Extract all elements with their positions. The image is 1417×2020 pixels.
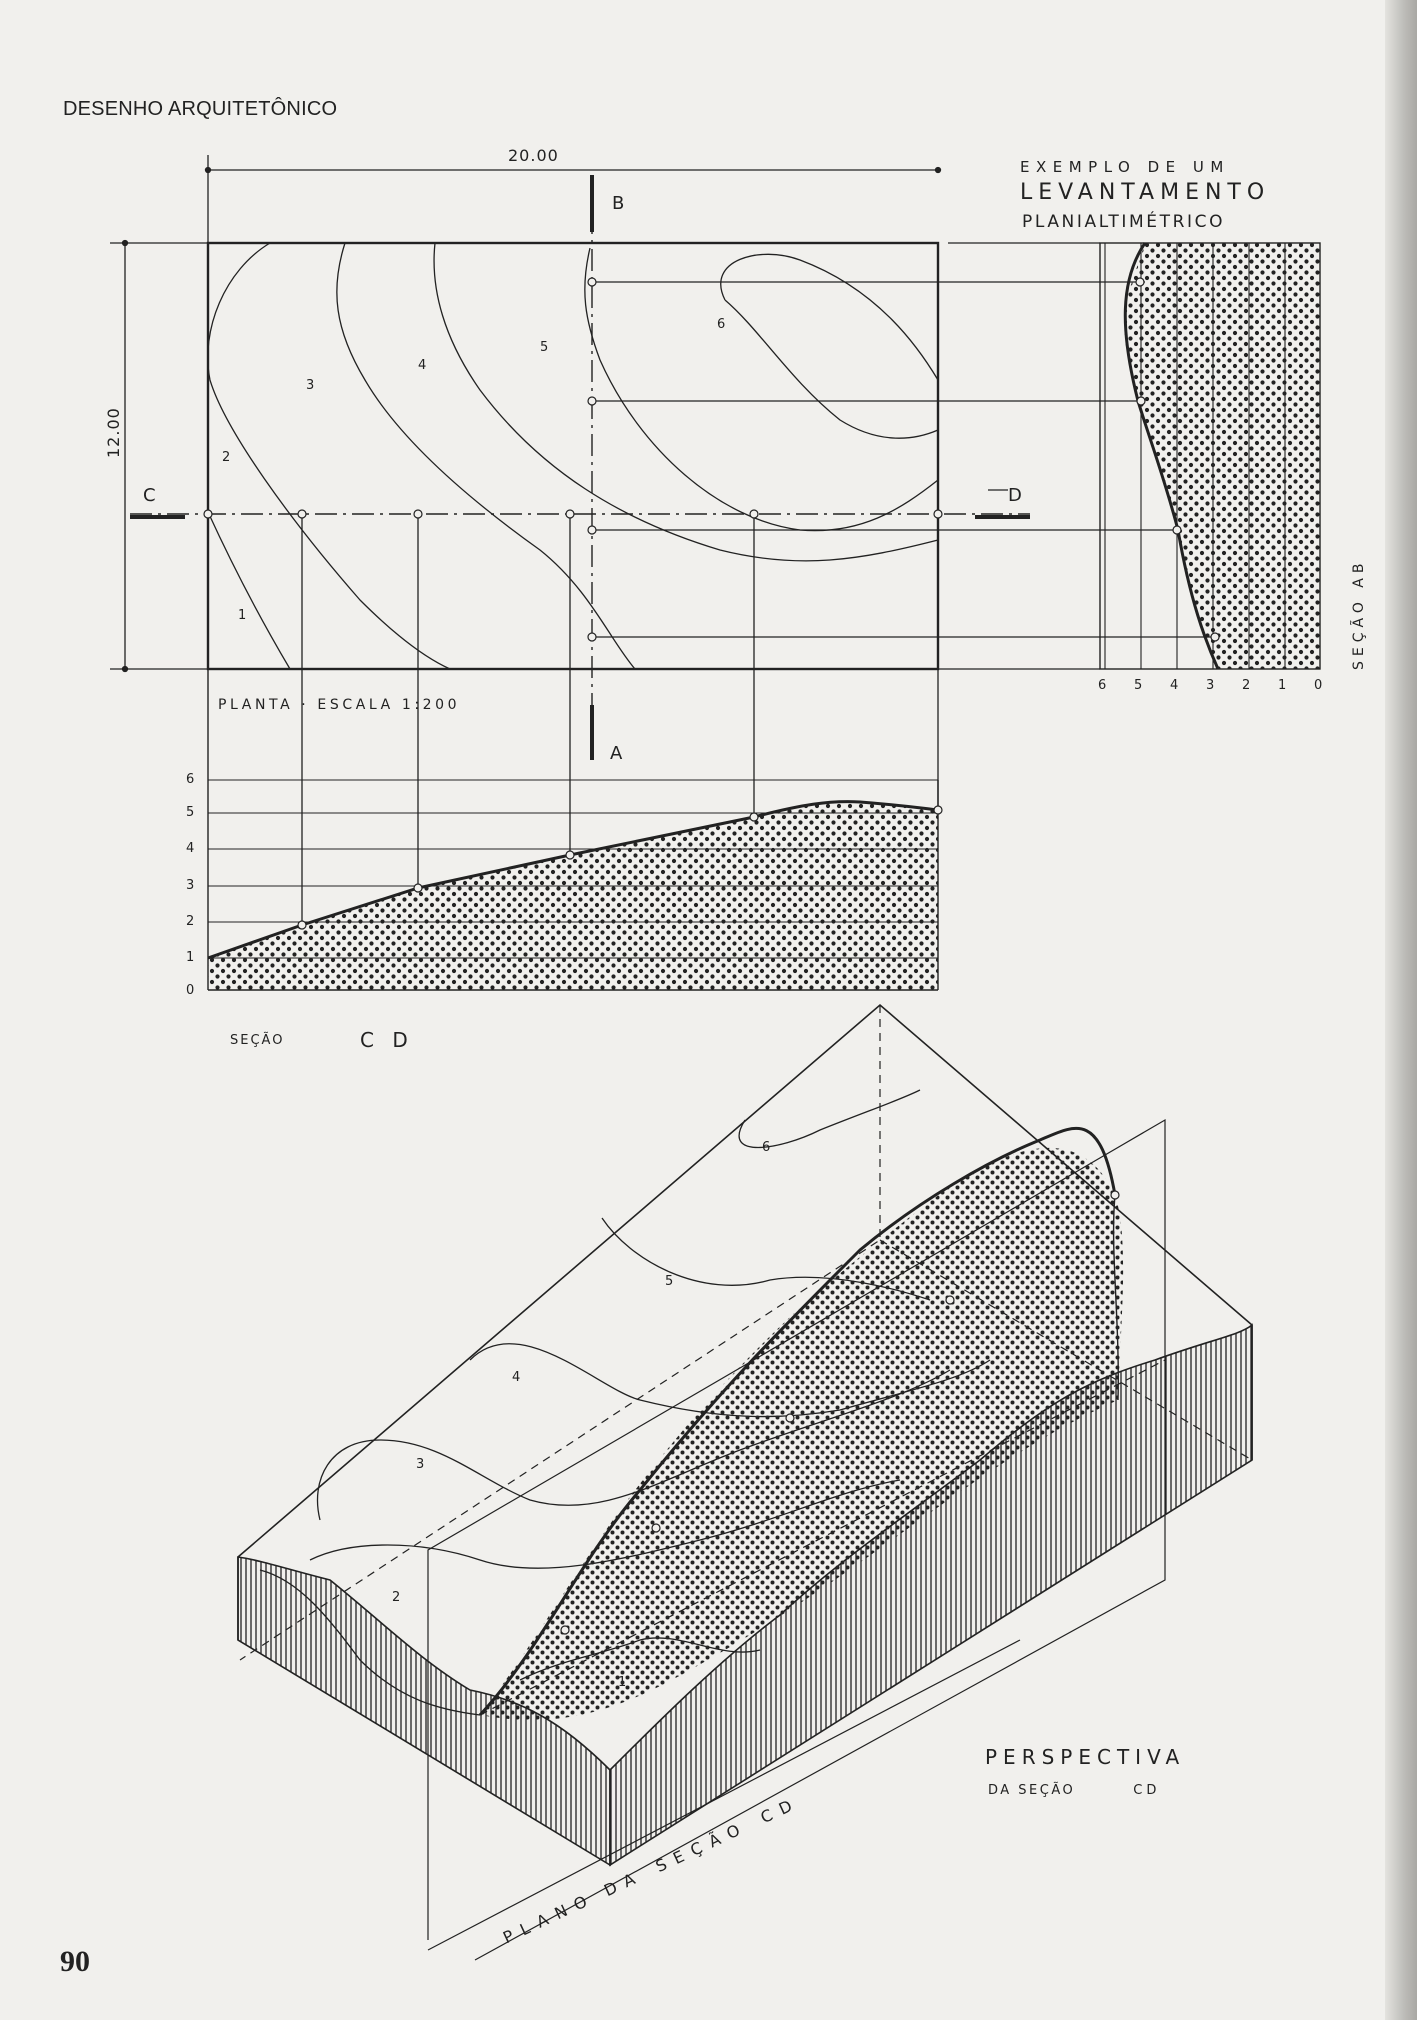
persp-contour-2 [309,1479,901,1569]
ab-tick-3: 3 [1206,678,1215,693]
plan-contour-label-3: 3 [306,378,315,393]
ab-tick-2: 2 [1242,678,1251,693]
persp-contour-label-5: 5 [665,1274,674,1289]
plan-contour-label-5: 5 [540,340,549,355]
contour-2 [207,242,451,670]
contour-3 [336,242,636,670]
section-mark-c: C [143,485,156,506]
section-cd-view [207,669,943,991]
section-ab-label: SEÇÃO AB [1351,558,1367,671]
ab-tick-4: 4 [1170,678,1179,693]
title-line-2: LEVANTAMENTO [1020,180,1271,205]
plan-boundary [206,241,940,671]
contour-6b [724,299,939,439]
persp-contour-label-4: 4 [512,1370,521,1385]
section-cd-label-prefix: SEÇÃO [230,1033,285,1048]
perspective-subtitle-prefix: DA SEÇÃO [988,1783,1076,1798]
persp-contour-label-3: 3 [416,1457,425,1472]
title-line-1: EXEMPLO DE UM [1020,158,1230,176]
contour-6 [720,253,939,381]
front-face [237,1556,611,1867]
plane-frame [427,1118,1166,1961]
ab-tick-5: 5 [1134,678,1143,693]
section-mark-d: D [1008,485,1022,506]
cd-tick-5: 5 [186,805,195,820]
persp-contour-4 [469,1343,991,1418]
book-header: DESENHO ARQUITETÔNICO [63,98,338,120]
plan-contour-label-2: 2 [222,450,231,465]
contour-4 [433,242,939,562]
persp-contour-label-6: 6 [762,1140,771,1155]
page-number: 90 [60,1945,90,1978]
ab-tick-6: 6 [1098,678,1107,693]
persp-contour-label-2: 2 [392,1590,401,1605]
contour-5 [584,247,939,532]
persp-contour-label-1: 1 [618,1675,627,1690]
cd-tick-6: 6 [186,772,195,787]
cd-tick-1: 1 [186,950,195,965]
title-line-3: PLANIALTIMÉTRICO [1022,212,1226,232]
section-ab-view [938,242,1321,670]
plan-contour-label-1: 1 [238,608,247,623]
cd-tick-0: 0 [186,983,195,998]
cd-tick-3: 3 [186,878,195,893]
cd-tick-2: 2 [186,914,195,929]
perspective-subtitle-name: CD [1133,1783,1161,1798]
plan-height-dimension: 12.00 [104,407,123,458]
section-cd-ground [208,801,938,990]
persp-contour-5 [601,1217,931,1301]
cd-tick-4: 4 [186,841,195,856]
perspective-view [237,1003,1253,1961]
plan-width-dimension: 20.00 [508,146,559,165]
plan-label: PLANTA · ESCALA 1:200 [218,697,461,713]
ab-tick-0: 0 [1314,678,1323,693]
section-ab-ground [1124,243,1320,669]
section-cd-label-name: C D [360,1028,414,1052]
page-gutter-shadow [1385,0,1417,2020]
section-cd-plane [480,1147,1124,1720]
contour-1 [207,511,291,670]
perspective-title: PERSPECTIVA [985,1745,1186,1769]
ab-tick-1: 1 [1278,678,1287,693]
section-mark-b: B [612,193,625,214]
persp-contour-6 [738,1089,921,1149]
persp-contour-3 [316,1369,951,1521]
persp-contour-1 [519,1637,761,1681]
perspective-subtitle: DA SEÇÃO CD [988,1783,1160,1798]
section-mark-a: A [610,743,623,764]
plan-contour-label-4: 4 [418,358,427,373]
plan-view [110,155,1218,925]
plan-contour-label-6: 6 [717,317,726,332]
